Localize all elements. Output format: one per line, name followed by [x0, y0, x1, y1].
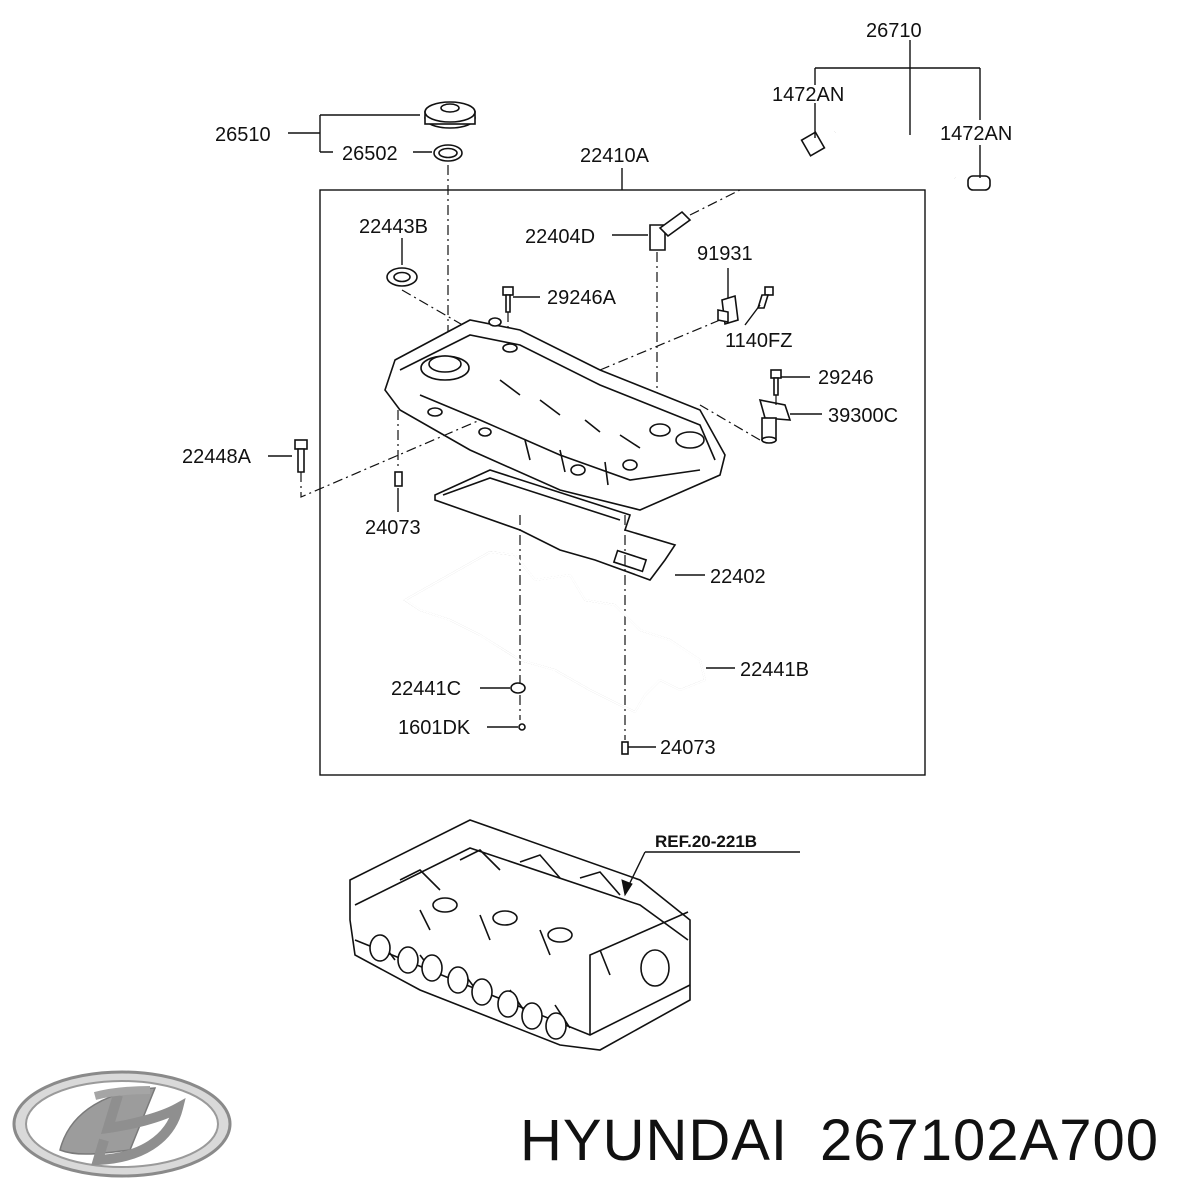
cap-seal	[433, 144, 463, 162]
label-26510: 26510	[215, 124, 271, 146]
label-1601dk: 1601DK	[398, 717, 471, 739]
label-22402: 22402	[710, 566, 766, 588]
cover-gasket	[403, 550, 707, 714]
bolt-29246	[770, 369, 782, 396]
label-22410a: 22410A	[580, 145, 650, 167]
footer-brand: HYUNDAI	[520, 1108, 788, 1173]
label-22441b: 22441B	[740, 659, 809, 681]
footer-part-number: 267102A700	[820, 1108, 1159, 1173]
label-1472an-right: 1472AN	[940, 123, 1012, 145]
dowel-pin-bottom	[621, 741, 629, 755]
pcv-valve	[649, 210, 692, 251]
bolt-22448a	[294, 439, 308, 473]
label-22448a: 22448A	[182, 446, 252, 468]
label-22441c: 22441C	[391, 678, 461, 700]
label-91931: 91931	[697, 243, 753, 265]
breather-hose	[800, 113, 991, 191]
label-29246: 29246	[818, 367, 874, 389]
label-29246a: 29246A	[547, 287, 617, 309]
label-1140fz: 1140FZ	[725, 330, 792, 352]
rocker-cover	[384, 317, 726, 511]
gasket-22402	[434, 469, 677, 581]
oil-filler-cap	[424, 101, 476, 129]
label-22443b: 22443B	[359, 216, 428, 238]
bracket-91931	[717, 294, 739, 326]
label-22404d: 22404D	[525, 226, 595, 248]
oil-seal	[386, 267, 418, 287]
label-26710: 26710	[866, 20, 922, 42]
hyundai-logo	[12, 1070, 232, 1178]
camshaft-position-sensor	[758, 398, 792, 444]
cylinder-head	[349, 819, 691, 1051]
washer-22441c	[510, 682, 526, 694]
bolt-29246a	[502, 286, 514, 313]
label-ref: REF.20-221B	[655, 832, 757, 851]
label-1472an-left: 1472AN	[772, 84, 844, 106]
dowel-pin-top	[394, 471, 403, 487]
label-39300c: 39300C	[828, 405, 898, 427]
label-24073-top: 24073	[365, 517, 421, 539]
label-26502: 26502	[342, 143, 398, 165]
bolt-1140fz	[756, 286, 774, 309]
pin-1601dk	[518, 723, 526, 731]
label-24073-bottom: 24073	[660, 737, 716, 759]
